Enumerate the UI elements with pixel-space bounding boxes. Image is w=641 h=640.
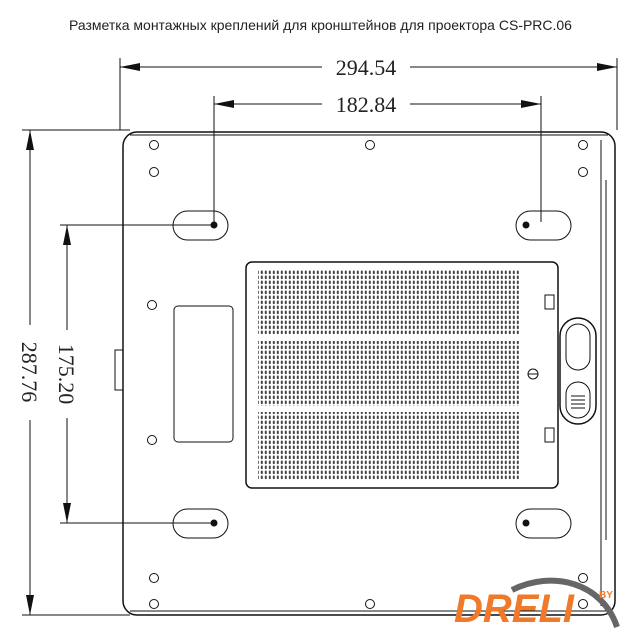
svg-text:BY: BY [599,590,613,601]
mount-slots [172,210,572,539]
dreli-logo: DRELI BY [454,577,620,631]
dim-overall-depth: 287.76 [17,342,42,403]
vent-grille [245,261,559,489]
dim-hole-spacing-vertical: 175.20 [54,344,79,405]
lens-shift-knob [559,317,597,425]
drawing-title: Разметка монтажных креплений для кронште… [69,17,572,33]
dim-overall-width: 294.54 [336,55,397,80]
projector-body [114,131,616,616]
screw-holes [147,140,588,609]
dim-hole-spacing-horizontal: 182.84 [336,92,397,117]
svg-text:DRELI: DRELI [454,587,575,631]
